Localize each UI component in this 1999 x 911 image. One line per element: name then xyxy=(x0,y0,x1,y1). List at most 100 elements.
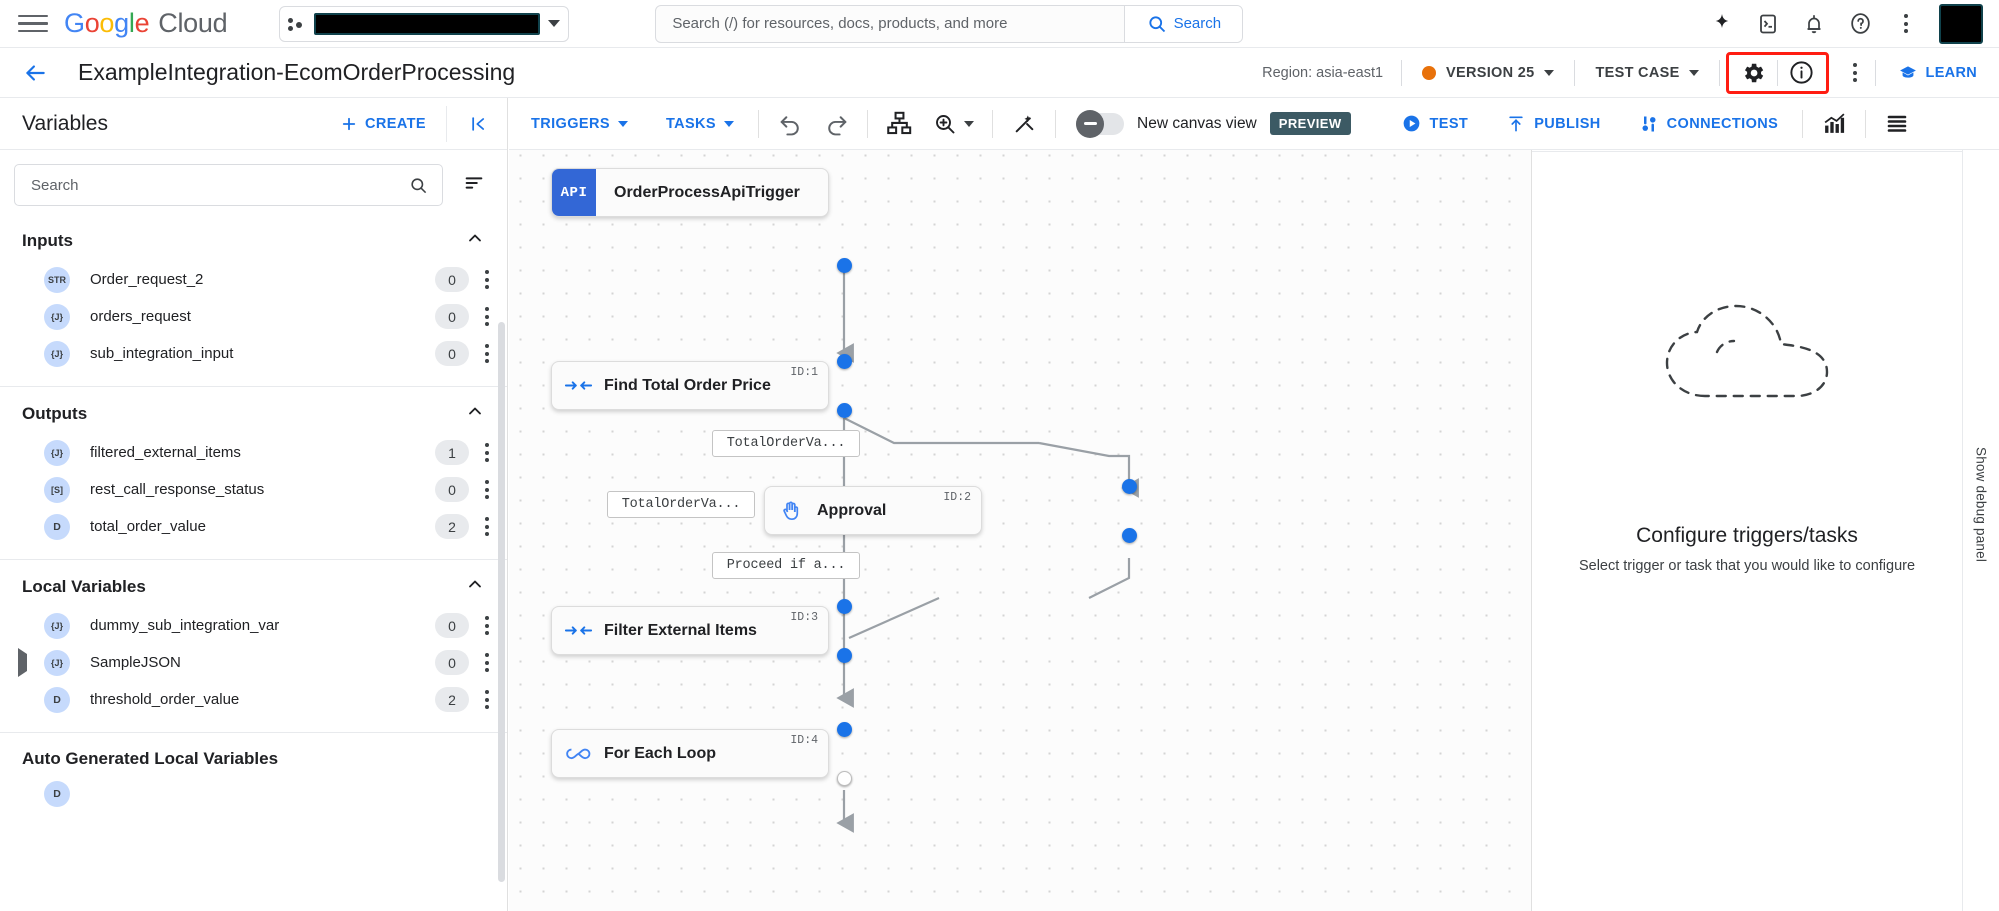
variable-name: orders_request xyxy=(90,308,191,325)
arrow-back-icon[interactable] xyxy=(18,56,52,90)
collapse-left-icon[interactable] xyxy=(446,105,507,142)
row-more-icon[interactable] xyxy=(485,616,489,635)
variables-search-box[interactable] xyxy=(14,164,443,206)
variable-type-badge: {J} xyxy=(44,340,70,367)
group-header[interactable]: Inputs xyxy=(0,214,507,261)
list-item[interactable]: [S] rest_call_response_status 0 xyxy=(0,471,507,508)
logs-list-icon[interactable] xyxy=(1874,104,1920,144)
variable-type-badge: D xyxy=(44,780,70,807)
magic-wand-icon[interactable] xyxy=(1001,104,1047,144)
node-input-port[interactable] xyxy=(837,599,852,614)
row-more-icon[interactable] xyxy=(485,690,489,709)
variables-list[interactable]: Inputs STR Order_request_2 0 {J} orders_… xyxy=(0,214,507,911)
version-selector[interactable]: VERSION 25 xyxy=(1402,65,1574,81)
search-button[interactable]: Search xyxy=(1124,5,1243,42)
flow-node-trigger[interactable]: API OrderProcessApiTrigger xyxy=(551,168,829,217)
edge-label[interactable]: TotalOrderVa... xyxy=(607,491,755,518)
edge-label[interactable]: TotalOrderVa... xyxy=(712,430,860,457)
search-input[interactable] xyxy=(29,175,409,195)
configuration-panel: Configuration panel Configure triggers/t… xyxy=(1531,98,1962,911)
test-case-selector[interactable]: TEST CASE xyxy=(1575,65,1718,81)
node-output-port[interactable] xyxy=(837,771,852,786)
tasks-menu[interactable]: TASKS xyxy=(650,116,750,132)
node-label: For Each Loop xyxy=(604,744,716,762)
expand-triangle-icon[interactable] xyxy=(18,647,27,677)
row-more-icon[interactable] xyxy=(485,443,489,462)
learn-label: LEARN xyxy=(1925,64,1977,81)
header-more-icon[interactable] xyxy=(1835,63,1875,82)
variable-name: total_order_value xyxy=(90,518,206,535)
learn-button[interactable]: LEARN xyxy=(1876,63,1999,83)
data-mapping-icon xyxy=(552,621,604,640)
integration-canvas[interactable]: API OrderProcessApiTrigger Find Total Or… xyxy=(509,98,1531,911)
avatar[interactable] xyxy=(1939,3,1983,44)
node-id: ID:2 xyxy=(943,491,971,504)
list-item[interactable]: STR Order_request_2 0 xyxy=(0,261,507,298)
node-output-port[interactable] xyxy=(1122,528,1137,543)
search-input[interactable] xyxy=(656,15,1125,32)
sort-icon[interactable] xyxy=(463,172,485,199)
gemini-spark-icon[interactable] xyxy=(1701,3,1743,45)
node-output-port[interactable] xyxy=(837,258,852,273)
zoom-in-icon[interactable] xyxy=(922,104,984,144)
triggers-label: TRIGGERS xyxy=(531,115,610,132)
analytics-chart-icon[interactable] xyxy=(1811,104,1857,144)
chevron-up-icon[interactable] xyxy=(465,401,485,426)
node-input-port[interactable] xyxy=(837,722,852,737)
variable-name: SampleJSON xyxy=(90,654,181,671)
list-item[interactable]: D total_order_value 2 xyxy=(0,508,507,545)
flow-node-for-each-loop[interactable]: For Each Loop ID:4 xyxy=(551,729,829,778)
node-output-port[interactable] xyxy=(837,648,852,663)
group-header[interactable]: Outputs xyxy=(0,387,507,434)
list-item[interactable]: {J} SampleJSON 0 xyxy=(0,644,507,681)
flow-node-filter-external-items[interactable]: Filter External Items ID:3 xyxy=(551,606,829,655)
approval-hand-icon xyxy=(765,499,817,523)
row-more-icon[interactable] xyxy=(485,480,489,499)
publish-button[interactable]: PUBLISH xyxy=(1490,114,1616,134)
debug-panel-rail[interactable]: Show debug panel xyxy=(1962,98,1999,911)
variable-type-badge: [S] xyxy=(44,476,70,503)
list-item[interactable]: {J} sub_integration_input 0 xyxy=(0,335,507,372)
notifications-bell-icon[interactable] xyxy=(1793,3,1835,45)
more-vert-icon[interactable] xyxy=(1885,3,1927,45)
hamburger-icon[interactable] xyxy=(18,13,48,35)
project-selector[interactable] xyxy=(279,5,570,42)
list-item[interactable]: {J} filtered_external_items 1 xyxy=(0,434,507,471)
row-more-icon[interactable] xyxy=(485,307,489,326)
list-item[interactable]: D threshold_order_value 2 xyxy=(0,681,507,718)
help-question-icon[interactable] xyxy=(1839,3,1881,45)
triggers-menu[interactable]: TRIGGERS xyxy=(515,116,644,132)
chevron-up-icon[interactable] xyxy=(465,574,485,599)
row-more-icon[interactable] xyxy=(485,270,489,289)
row-more-icon[interactable] xyxy=(485,517,489,536)
group-header[interactable]: Local Variables xyxy=(0,560,507,607)
variables-scrollbar[interactable] xyxy=(498,322,505,882)
node-input-port[interactable] xyxy=(1122,479,1137,494)
cloud-shell-icon[interactable] xyxy=(1747,3,1789,45)
divider xyxy=(1574,59,1576,86)
node-input-port[interactable] xyxy=(837,354,852,369)
auto-layout-icon[interactable] xyxy=(876,104,922,144)
row-more-icon[interactable] xyxy=(485,344,489,363)
list-item[interactable]: {J} dummy_sub_integration_var 0 xyxy=(0,607,507,644)
settings-gear-icon[interactable] xyxy=(1729,55,1777,91)
list-item[interactable]: {J} orders_request 0 xyxy=(0,298,507,335)
chevron-down-icon xyxy=(963,120,974,127)
variable-type-badge: {J} xyxy=(44,303,70,330)
info-circle-icon[interactable] xyxy=(1778,55,1826,91)
connections-button[interactable]: CONNECTIONS xyxy=(1623,114,1795,134)
new-canvas-view-toggle[interactable] xyxy=(1076,109,1125,138)
test-button[interactable]: TEST xyxy=(1385,113,1485,134)
edge-label[interactable]: Proceed if a... xyxy=(712,552,860,579)
undo-icon[interactable] xyxy=(767,104,813,144)
configuration-empty-title: Configure triggers/tasks xyxy=(1636,524,1858,547)
create-variable-button[interactable]: CREATE xyxy=(340,115,426,133)
flow-node-approval[interactable]: Approval ID:2 xyxy=(764,486,982,535)
flow-node-find-total-order-price[interactable]: Find Total Order Price ID:1 xyxy=(551,361,829,410)
node-output-port[interactable] xyxy=(837,403,852,418)
chevron-up-icon[interactable] xyxy=(465,228,485,253)
row-more-icon[interactable] xyxy=(485,653,489,672)
list-item-partial[interactable]: D xyxy=(0,775,507,812)
redo-icon[interactable] xyxy=(813,104,859,144)
global-search[interactable]: Search xyxy=(655,4,1244,43)
